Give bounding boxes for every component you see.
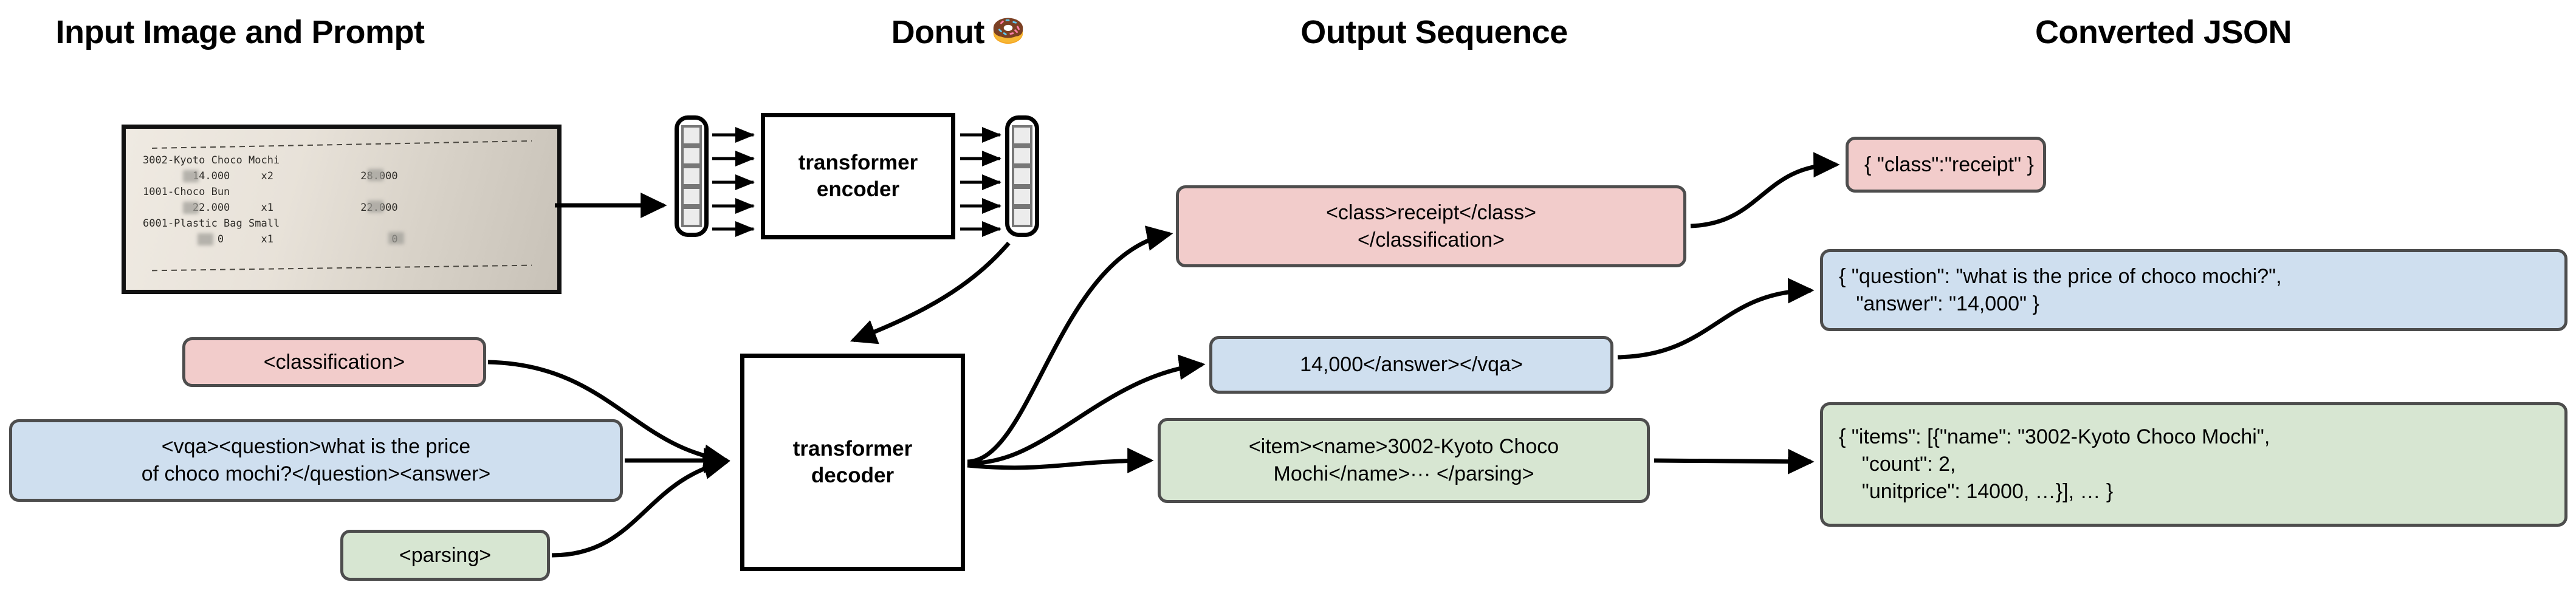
receipt-divider-top bbox=[151, 140, 532, 149]
vqa-json-box[interactable]: { "question": "what is the price of choc… bbox=[1820, 249, 2567, 331]
header-donut: Donut bbox=[891, 14, 985, 50]
arrow-decoder-to-parsing-output bbox=[967, 448, 1154, 474]
parsing-output-box[interactable]: <item><name>3002-Kyoto Choco Mochi</name… bbox=[1158, 418, 1650, 503]
receipt-line-6: 0 x1 0 bbox=[143, 233, 398, 245]
parsing-prompt-text: <parsing> bbox=[399, 543, 492, 567]
classification-output-text: <class>receipt</class> </classification> bbox=[1326, 200, 1536, 252]
encoder-output-token bbox=[1012, 207, 1032, 227]
arrow-classification-output-to-json bbox=[1690, 152, 1840, 228]
transformer-encoder-box: transformer encoder bbox=[761, 113, 955, 239]
arrow-decoder-to-classification-output bbox=[967, 225, 1173, 464]
encoder-output-token bbox=[1012, 145, 1032, 166]
transformer-encoder-label: transformer encoder bbox=[798, 151, 918, 201]
parsing-json-box[interactable]: { "items": [{"name": "3002-Kyoto Choco M… bbox=[1820, 402, 2567, 527]
receipt-line-3: 1001-Choco Bun bbox=[143, 186, 230, 198]
encoder-output-token bbox=[1012, 125, 1032, 146]
donut-icon bbox=[993, 18, 1023, 44]
encoder-input-token bbox=[681, 186, 702, 207]
receipt-line-2: 14.000 x2 28.000 bbox=[143, 170, 398, 182]
classification-prompt-text: <classification> bbox=[263, 350, 405, 374]
vqa-json-text: { "question": "what is the price of choc… bbox=[1839, 264, 2282, 315]
receipt-redaction-4 bbox=[368, 200, 383, 213]
input-receipt-image: 3002-Kyoto Choco Mochi 14.000 x2 28.000 … bbox=[122, 125, 562, 294]
receipt-redaction-6 bbox=[388, 232, 404, 244]
encoder-input-token bbox=[681, 207, 702, 227]
parsing-prompt-box[interactable]: <parsing> bbox=[340, 530, 550, 581]
receipt-redaction-3 bbox=[183, 202, 199, 214]
receipt-divider-bottom bbox=[151, 264, 532, 272]
receipt-redaction-2 bbox=[368, 169, 383, 181]
receipt-line-5: 6001-Plastic Bag Small bbox=[143, 217, 280, 230]
arrow-parsing-output-to-json bbox=[1654, 448, 1815, 474]
parsing-output-text: <item><name>3002-Kyoto Choco Mochi</name… bbox=[1248, 435, 1559, 485]
header-input-image-and-prompt: Input Image and Prompt bbox=[55, 14, 425, 50]
encoder-input-token bbox=[681, 145, 702, 166]
arrow-encoder-to-decoder bbox=[850, 241, 1011, 344]
receipt-text: 3002-Kyoto Choco Mochi 14.000 x2 28.000 … bbox=[126, 129, 557, 290]
header-converted-json: Converted JSON bbox=[2035, 14, 2292, 50]
receipt-redaction-5 bbox=[197, 233, 213, 245]
classification-json-text: { "class":"receipt" } bbox=[1864, 152, 2034, 176]
receipt-redaction-1 bbox=[183, 170, 199, 182]
classification-json-box[interactable]: { "class":"receipt" } bbox=[1846, 137, 2046, 193]
receipt-line-1: 3002-Kyoto Choco Mochi bbox=[143, 154, 280, 166]
header-output-sequence: Output Sequence bbox=[1300, 14, 1568, 50]
encoder-input-token-column bbox=[675, 115, 709, 237]
vqa-prompt-text: <vqa><question>what is the price of choc… bbox=[141, 435, 491, 485]
vqa-prompt-box[interactable]: <vqa><question>what is the price of choc… bbox=[9, 419, 623, 502]
classification-output-box[interactable]: <class>receipt</class> </classification> bbox=[1176, 185, 1686, 267]
classification-prompt-box[interactable]: <classification> bbox=[182, 337, 486, 387]
vqa-output-box[interactable]: 14,000</answer></vqa> bbox=[1209, 336, 1613, 394]
encoder-output-token-column bbox=[1005, 115, 1039, 237]
transformer-decoder-label: transformer decoder bbox=[792, 437, 913, 487]
parsing-json-text: { "items": [{"name": "3002-Kyoto Choco M… bbox=[1839, 425, 2270, 503]
encoder-output-token bbox=[1012, 186, 1032, 207]
receipt-line-4: 22.000 x1 22.000 bbox=[143, 202, 398, 214]
vqa-output-text: 14,000</answer></vqa> bbox=[1300, 353, 1523, 377]
encoder-input-token bbox=[681, 166, 702, 187]
encoder-output-token bbox=[1012, 166, 1032, 187]
transformer-decoder-box: transformer decoder bbox=[740, 354, 965, 571]
encoder-input-token bbox=[681, 125, 702, 146]
arrow-vqa-output-to-json bbox=[1617, 278, 1815, 360]
